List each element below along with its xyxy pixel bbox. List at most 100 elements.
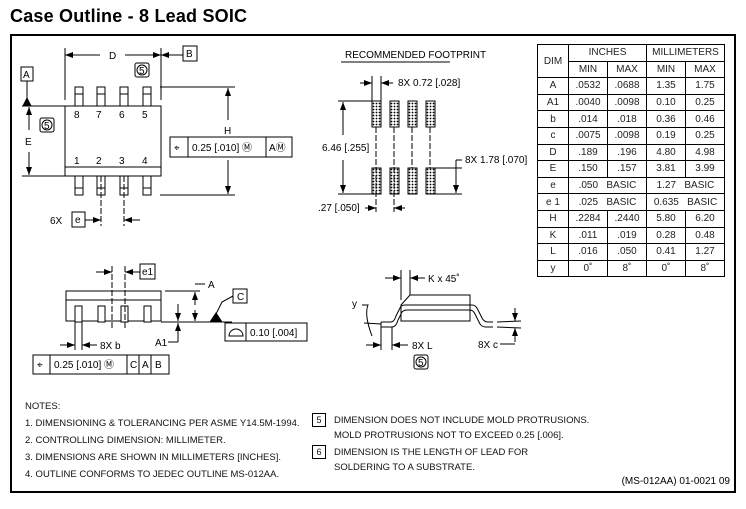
- note-flag-6: 6: [312, 445, 326, 459]
- table-cell: .0688: [607, 77, 647, 95]
- datum-a-label: A: [23, 70, 30, 81]
- table-cell: .018: [607, 110, 647, 128]
- dim-a1-label: A1: [155, 338, 168, 349]
- table-cell: .189: [568, 143, 608, 162]
- dim-a-label: A: [208, 280, 215, 291]
- table-cell: 3.99: [685, 160, 725, 178]
- lead-length-dim: 8X L: [412, 341, 433, 352]
- svg-text:B: B: [155, 360, 162, 371]
- footprint-pads: [371, 100, 436, 195]
- page-title: Case Outline - 8 Lead SOIC: [10, 6, 248, 26]
- svg-text:A: A: [142, 360, 149, 371]
- pin-label: 2: [96, 156, 102, 167]
- pad-length-dim: 8X 1.78 [.070]: [465, 155, 527, 166]
- table-cell: 4.80: [646, 143, 686, 162]
- table-cell: .0532: [568, 77, 608, 95]
- table-cell: .050 BASIC: [568, 176, 647, 195]
- dim-d-label: D: [109, 51, 116, 62]
- table-cell: .2284: [568, 209, 608, 228]
- table-cell: .157: [607, 160, 647, 178]
- flagged-note-line: DIMENSION IS THE LENGTH OF LEAD FOR: [334, 447, 529, 458]
- footprint-title: RECOMMENDED FOOTPRINT: [345, 50, 486, 61]
- table-cell: 1.27: [685, 243, 725, 261]
- table-cell: 1.75: [685, 77, 725, 95]
- note-flag-5: 5: [312, 413, 326, 427]
- table-cell: .150: [568, 160, 608, 178]
- table-cell: 0˚: [568, 259, 608, 278]
- pin-label: 8: [74, 110, 80, 121]
- notes: NOTES: 1. DIMENSIONING & TOLERANCING PER…: [25, 398, 300, 483]
- table-cell: .050: [607, 243, 647, 261]
- table-cell: E: [537, 160, 569, 178]
- pin-label: 4: [142, 156, 148, 167]
- svg-text:0.25 [.010] Ⓜ: 0.25 [.010] Ⓜ: [192, 142, 252, 154]
- table-cell: 3.81: [646, 160, 686, 178]
- pin-label: 6: [119, 110, 125, 121]
- e1-label: e1: [142, 267, 154, 278]
- position-tolerance-frame: ⌖ 0.25 [.010] Ⓜ AⓂ: [169, 136, 293, 158]
- svg-text:0.10 [.004]: 0.10 [.004]: [250, 328, 297, 339]
- pin-label: 3: [119, 156, 125, 167]
- table-cell: .0040: [568, 93, 608, 112]
- angle-label: y: [352, 299, 357, 310]
- table-cell: .0098: [607, 93, 647, 112]
- table-cell: 0.25: [685, 126, 725, 145]
- pin-label: 7: [96, 110, 102, 121]
- pitch-count: 6X: [50, 216, 63, 227]
- note-item: 2. CONTROLLING DIMENSION: MILLIMETER.: [25, 435, 226, 446]
- table-cell: .2440: [607, 209, 647, 228]
- svg-text:⌖: ⌖: [37, 360, 43, 371]
- table-cell: 6.20: [685, 209, 725, 228]
- table-cell: 4.98: [685, 143, 725, 162]
- svg-text:0.25 [.010] Ⓜ: 0.25 [.010] Ⓜ: [54, 359, 114, 371]
- table-cell: 8˚: [685, 259, 725, 278]
- datum-c-label: C: [237, 292, 244, 303]
- svg-text:AⓂ: AⓂ: [269, 142, 286, 154]
- table-cell: 1.35: [646, 77, 686, 95]
- datum-b-label: B: [186, 49, 193, 60]
- table-cell: 0.635 BASIC: [646, 193, 725, 211]
- flatness-frame: 0.10 [.004]: [224, 322, 308, 342]
- drawing-frame: [10, 34, 736, 493]
- note-item: 1. DIMENSIONING & TOLERANCING PER ASME Y…: [25, 418, 300, 429]
- table-cell: .0098: [607, 126, 647, 145]
- chamfer-label: K x 45˚: [428, 273, 460, 285]
- notes-heading: NOTES:: [25, 401, 61, 412]
- table-cell: .196: [607, 143, 647, 162]
- table-cell: .019: [607, 226, 647, 245]
- dim-e-label: E: [25, 137, 32, 148]
- package-body: [64, 105, 162, 177]
- flagged-note-line: SOLDERING TO A SUBSTRATE.: [334, 462, 475, 473]
- table-cell: b: [537, 110, 569, 128]
- note-ref-5: 5: [139, 66, 145, 77]
- table-cell: 0.10: [646, 93, 686, 112]
- table-cell: 0.28: [646, 226, 686, 245]
- note-item: 3. DIMENSIONS ARE SHOWN IN MILLIMETERS […: [25, 452, 282, 463]
- leads-bottom: [74, 175, 152, 196]
- table-cell: .014: [568, 110, 608, 128]
- table-cell: c: [537, 126, 569, 145]
- table-cell: D: [537, 143, 569, 162]
- table-cell: H: [537, 209, 569, 228]
- pin-label: 1: [74, 156, 80, 167]
- dim-h-label: H: [224, 126, 231, 137]
- pin-label: 5: [142, 110, 148, 121]
- pitch-label: e: [75, 215, 81, 226]
- flagged-note-line: DIMENSION DOES NOT INCLUDE MOLD PROTRUSI…: [334, 415, 590, 426]
- flagged-notes: 5 DIMENSION DOES NOT INCLUDE MOLD PROTRUS…: [312, 413, 589, 475]
- pitch-dim: .27 [.050]: [318, 203, 360, 214]
- table-cell: A1: [537, 93, 569, 112]
- table-cell: A: [537, 77, 569, 95]
- leads-top: [74, 86, 152, 107]
- table-cell: 1.27 BASIC: [646, 176, 725, 195]
- top-view: 8 7 6 5 1 2 3 4 D B 5 A E 5 H: [20, 45, 293, 228]
- table-cell: 0.25: [685, 93, 725, 112]
